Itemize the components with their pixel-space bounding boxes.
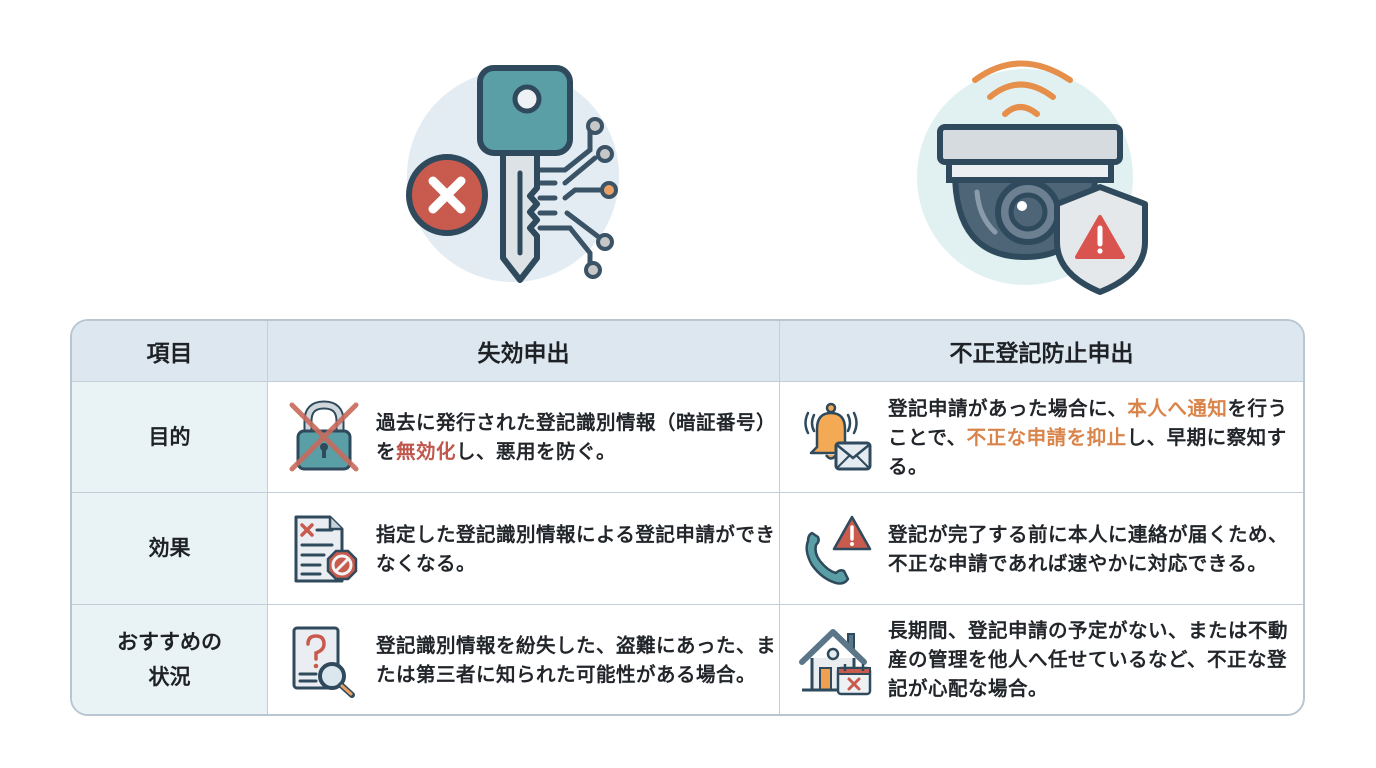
highlight-invalidate: 無効化 [396,440,457,463]
header-revocation-request: 失効申出 [268,321,780,382]
header-fraud-prevention-request: 不正登記防止申出 [780,321,1303,382]
comparison-table: 項目 失効申出 不正登記防止申出 目的 過去に発行された登記識別情報（暗証番号）… [70,319,1305,716]
document-search-icon [286,622,362,698]
purpose-revocation-text: 過去に発行された登記識別情報（暗証番号）を無効化し、悪用を防ぐ。 [376,411,777,463]
purpose-revocation-cell: 過去に発行された登記識別情報（暗証番号）を無効化し、悪用を防ぐ。 [268,382,780,493]
header-item: 項目 [72,321,268,382]
row-label-purpose: 目的 [72,382,268,493]
highlight-deter-fraud: 不正な申請を抑止 [966,425,1127,449]
key-invalidated-icon [395,58,625,288]
highlight-notify-owner: 本人へ通知 [1127,396,1228,420]
padlock-crossed-icon [286,399,362,475]
purpose-fraud-prevention-cell: 登記申請があった場合に、本人へ通知を行うことで、不正な申請を抑止し、早期に察知す… [780,382,1303,493]
effect-fraud-prevention-text: 登記が完了する前に本人に連絡が届くため、不正な申請であれば速やかに対応できる。 [888,522,1289,575]
row-label-recommended-situation: おすすめの 状況 [72,605,268,714]
effect-revocation-cell: 指定した登記識別情報による登記申請ができなくなる。 [268,493,780,605]
effect-revocation-text: 指定した登記識別情報による登記申請ができなくなる。 [376,522,776,575]
situation-revocation-text: 登記識別情報を紛失した、盗難にあった、または第三者に知られた可能性がある場合。 [376,633,777,686]
situation-fraud-prevention-text: 長期間、登記申請の予定がない、または不動産の管理を他人へ任せているなど、不正な登… [888,619,1289,700]
situation-fraud-prevention-cell: 長期間、登記申請の予定がない、または不動産の管理を他人へ任せているなど、不正な登… [780,605,1303,714]
phone-alert-icon [798,511,874,587]
effect-fraud-prevention-cell: 登記が完了する前に本人に連絡が届くため、不正な申請であれば速やかに対応できる。 [780,493,1303,605]
row-label-effect: 効果 [72,493,268,605]
purpose-fraud-prevention-text: 登記申請があった場合に、本人へ通知を行うことで、不正な申請を抑止し、早期に察知す… [888,396,1288,478]
bell-envelope-icon [798,399,874,475]
document-blocked-icon [286,511,362,587]
security-camera-alert-icon [905,52,1155,297]
house-calendar-icon [798,622,874,698]
situation-revocation-cell: 登記識別情報を紛失した、盗難にあった、または第三者に知られた可能性がある場合。 [268,605,780,714]
